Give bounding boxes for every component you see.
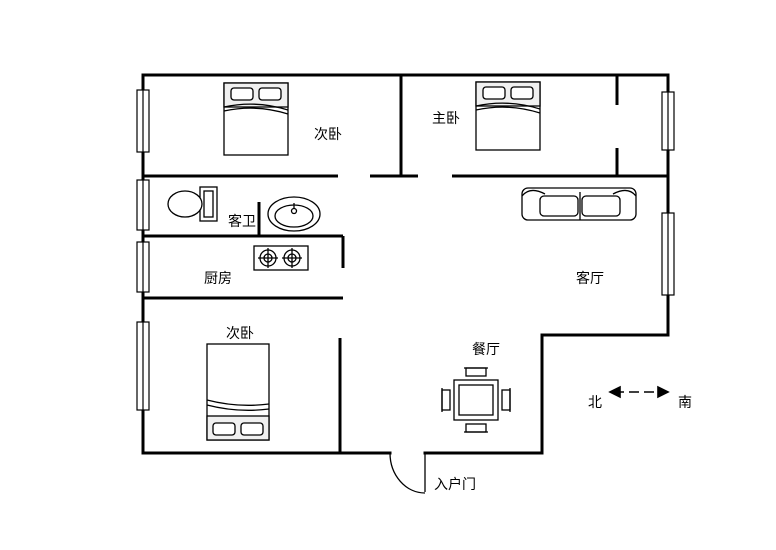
room-label-living-room: 客厅: [576, 271, 604, 287]
room-label-master-bedroom: 主卧: [432, 111, 460, 127]
compass-north-label: 北: [588, 395, 602, 411]
toilet-icon: [167, 186, 218, 222]
entrance-door-icon: [389, 452, 426, 494]
dining-table-icon: [441, 367, 511, 433]
entrance-label: 入户门: [434, 477, 476, 493]
room-label-kitchen: 厨房: [204, 271, 232, 287]
interior-walls: [143, 75, 668, 453]
compass-south-label: 南: [678, 395, 692, 411]
room-label-second-bedroom-top: 次卧: [314, 127, 342, 143]
bed-top-icon: [223, 82, 289, 156]
wash-basin-icon: [267, 196, 321, 232]
room-label-guest-bathroom: 客卫: [228, 214, 256, 230]
room-label-second-bedroom-bottom: 次卧: [226, 326, 254, 342]
compass-arrow-icon: [608, 385, 670, 399]
cooktop-icon: [253, 245, 309, 271]
sofa-icon: [521, 187, 637, 221]
bed-bottom-icon: [206, 343, 270, 441]
room-label-dining-room: 餐厅: [472, 342, 500, 358]
bed-master-icon: [475, 81, 541, 151]
windows: [136, 89, 675, 411]
